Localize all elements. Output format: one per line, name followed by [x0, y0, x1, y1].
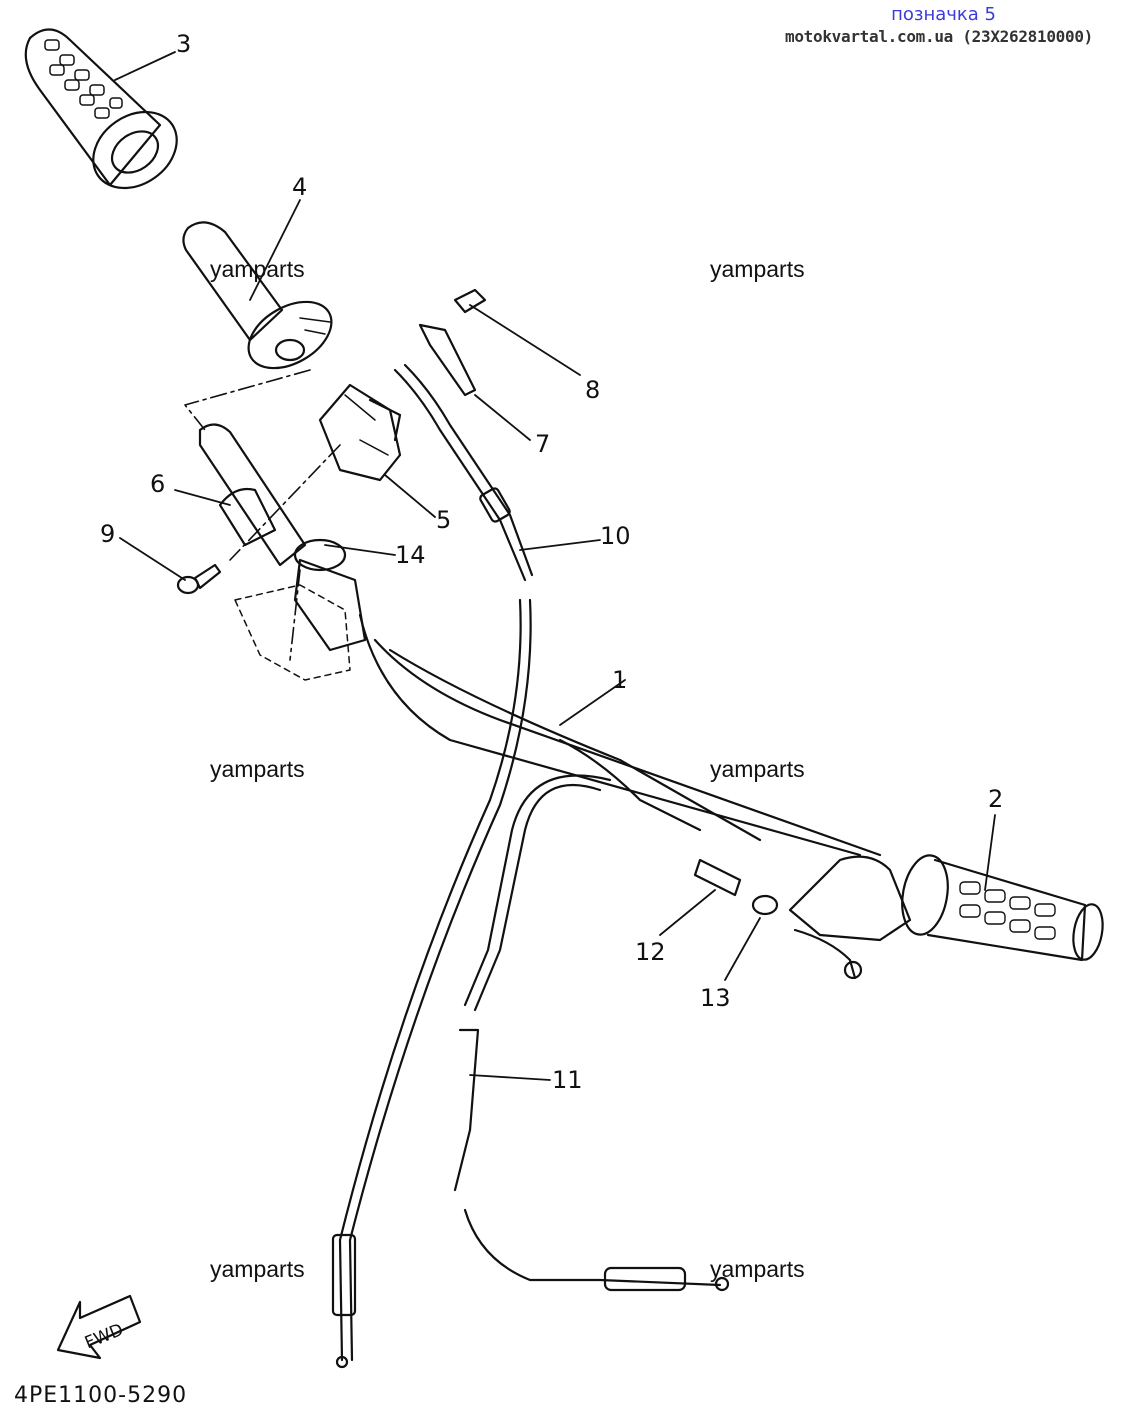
- callout-4: 4: [292, 173, 308, 201]
- bolt: [176, 563, 222, 595]
- throttle-housing: [318, 383, 402, 482]
- cable-adjuster: [693, 858, 863, 980]
- fwd-arrow-icon: FWD: [56, 1294, 142, 1360]
- callout-leaders: [114, 51, 996, 1081]
- callout-8: 8: [585, 376, 601, 404]
- drawing-code: 4PE1100-5290: [14, 1383, 188, 1408]
- throttle-cable-long: [331, 598, 532, 1369]
- callout-7: 7: [535, 430, 551, 458]
- throttle-cable-upper: [393, 363, 534, 582]
- watermark: yamparts: [710, 256, 805, 282]
- throttle-grip-tube: [182, 221, 333, 370]
- callout-10: 10: [600, 522, 631, 550]
- fwd-label: FWD: [82, 1320, 126, 1353]
- callout-9: 9: [100, 520, 116, 548]
- callout-11: 11: [552, 1066, 583, 1094]
- phantom-housing: [234, 584, 351, 681]
- callout-3: 3: [176, 30, 192, 58]
- header-site: motokvartal.com.ua (23X262810000): [785, 27, 1093, 46]
- assembly-centerlines: [184, 369, 341, 661]
- watermark: yamparts: [210, 756, 305, 782]
- watermark: yamparts: [210, 256, 305, 282]
- callout-13: 13: [700, 984, 731, 1012]
- callout-6: 6: [150, 470, 166, 498]
- callout-5: 5: [436, 506, 452, 534]
- clutch-cable: [453, 774, 730, 1292]
- watermark: yamparts: [710, 756, 805, 782]
- callout-14: 14: [395, 541, 426, 569]
- watermark: yamparts: [210, 1256, 305, 1282]
- watermark: yamparts: [710, 1256, 805, 1282]
- callout-1: 1: [612, 666, 628, 694]
- handlebar: [358, 613, 912, 942]
- lever-perch-left: [198, 423, 367, 652]
- header-badge: позначка 5: [891, 4, 996, 25]
- callout-2: 2: [988, 785, 1004, 813]
- grip-left: [24, 28, 178, 190]
- callout-12: 12: [635, 938, 666, 966]
- lever-and-screw: [418, 288, 487, 397]
- grip-right: [901, 854, 1104, 962]
